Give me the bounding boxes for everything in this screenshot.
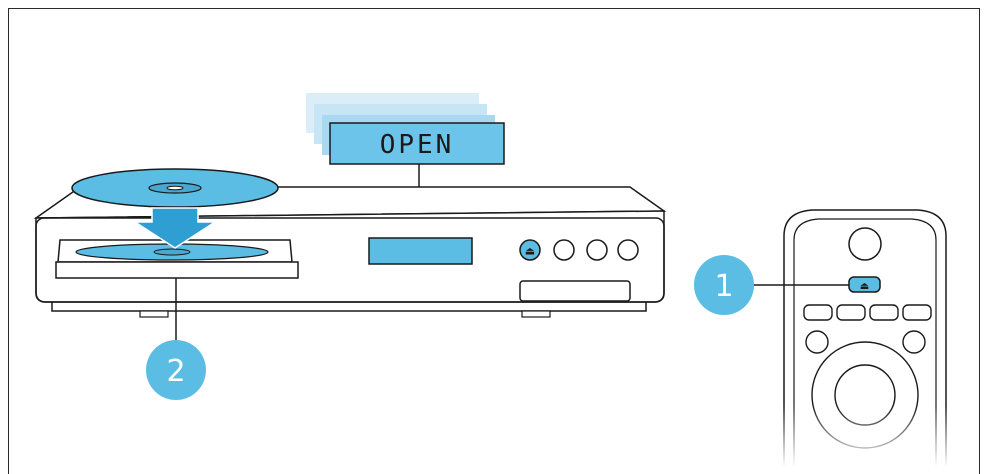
- disc-hole: [166, 185, 184, 191]
- remote-eject-icon: ⏏: [860, 281, 869, 292]
- step-2-label: 2: [166, 354, 185, 389]
- step-1-label: 1: [714, 269, 733, 304]
- foot-left: [139, 310, 169, 318]
- remote-button-c: [869, 304, 899, 321]
- remote-button-a: [803, 304, 833, 321]
- step-2-badge: [146, 340, 206, 400]
- player-eject-button: [519, 239, 541, 261]
- step-1-badge: [694, 255, 754, 315]
- lcd-panel: [329, 122, 505, 165]
- player-base: [51, 302, 647, 312]
- remote-control: ⏏: [780, 209, 950, 467]
- diagram-frame: [8, 8, 980, 474]
- foot-right: [521, 310, 551, 318]
- step-1-callout: 1: [694, 255, 849, 315]
- down-arrow-icon: [132, 207, 218, 249]
- lcd-open-text: OPEN: [380, 130, 455, 160]
- remote-power-button: [848, 227, 882, 261]
- player-slot: [519, 280, 631, 302]
- remote-fade: [780, 330, 950, 467]
- eject-icon: ⏏: [525, 245, 535, 258]
- tray-front: [55, 261, 299, 279]
- dvd-player: ⏏: [33, 186, 667, 318]
- step-2-callout: 2: [146, 278, 206, 400]
- player-front-panel: [35, 217, 665, 303]
- remote-button-b: [836, 304, 866, 321]
- lcd-display-popup: OPEN: [306, 93, 505, 240]
- disc-icon: [71, 168, 279, 208]
- disc-in-tray-hub: [153, 248, 191, 256]
- player-button-2: [553, 239, 575, 261]
- front-display-window: [368, 237, 473, 265]
- player-button-4: [617, 239, 639, 261]
- remote-button-d: [902, 304, 932, 321]
- player-button-3: [586, 239, 608, 261]
